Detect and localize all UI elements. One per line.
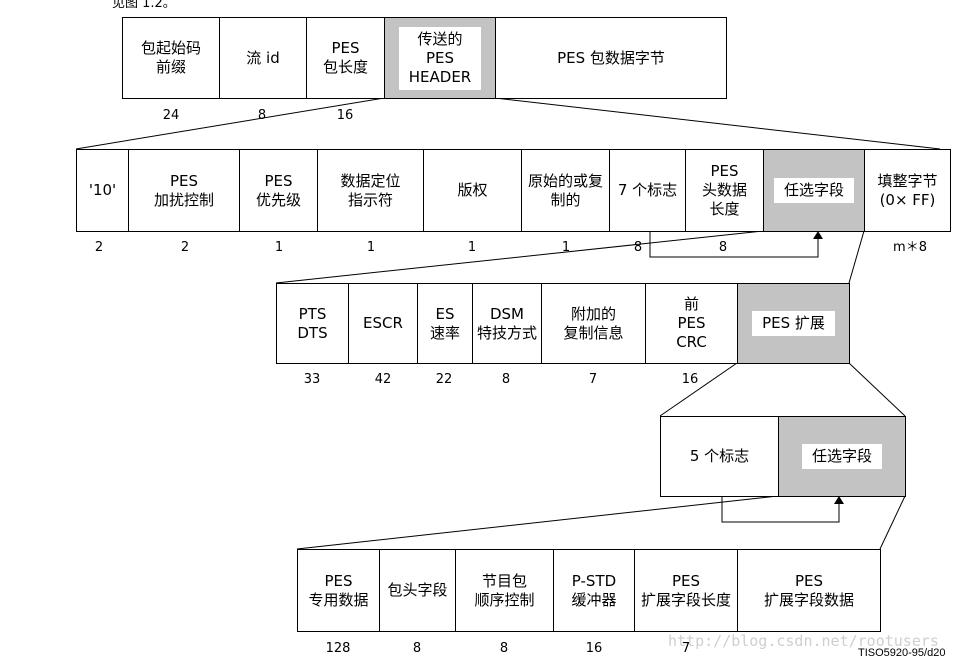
bits-label: 16 [585, 641, 603, 656]
bits-label: 8 [257, 108, 267, 123]
watermark-text: http://blog.csdn.net/rootusers [668, 632, 939, 650]
bits-label: 2 [94, 240, 104, 255]
bits-label: m＊8 [893, 240, 927, 255]
bits-label: 8 [499, 641, 509, 656]
figure-id: TISO5920-95/d20 [858, 647, 946, 659]
field-data-alignment: 数据定位 指示符 [317, 149, 424, 232]
bits-label: 33 [303, 372, 321, 387]
field-es-rate: ES 速率 [417, 283, 473, 364]
field-pack-header-field: 包头字段 [379, 549, 456, 632]
field-start-code-prefix: 包起始码 前缀 [122, 17, 220, 99]
bits-label: 1 [467, 240, 477, 255]
field-additional-copy-info: 附加的 复制信息 [541, 283, 646, 364]
field-program-packet-sequence-counter: 节目包 顺序控制 [455, 549, 554, 632]
field-escr: ESCR [348, 283, 418, 364]
bits-label: 7 [681, 641, 691, 656]
caption-fragment: 见图 1.2。 [112, 0, 176, 8]
bits-label: 1 [561, 240, 571, 255]
bits-label: 2 [180, 240, 190, 255]
bits-label: 24 [162, 108, 180, 123]
field-marker-10: '10' [76, 149, 129, 232]
field-previous-pes-crc: 前 PES CRC [645, 283, 738, 364]
field-dsm-trick-mode: DSM 特技方式 [472, 283, 542, 364]
field-extension-optional-fields: 任选字段 [778, 416, 906, 497]
bits-label: 22 [435, 372, 453, 387]
bits-label: 16 [336, 108, 354, 123]
field-extension-field-data: PES 扩展字段数据 [737, 549, 881, 632]
field-pes-extension: PES 扩展 [737, 283, 850, 364]
field-stuffing-bytes: 填整字节 (0× FF) [864, 149, 951, 232]
field-copyright: 版权 [423, 149, 522, 232]
field-header-data-length: PES 头数据 长度 [685, 149, 764, 232]
field-stream-id: 流 id [219, 17, 307, 99]
field-pes-private-data: PES 专用数据 [297, 549, 380, 632]
field-scrambling-control: PES 加扰控制 [128, 149, 240, 232]
bits-label: 128 [325, 641, 351, 656]
field-pes-packet-length: PES 包长度 [306, 17, 385, 99]
field-pts-dts: PTS DTS [276, 283, 349, 364]
bits-label: 8 [633, 240, 643, 255]
field-original-or-copy: 原始的或复 制的 [521, 149, 610, 232]
field-5-flags: 5 个标志 [660, 416, 779, 497]
bits-label: 8 [501, 372, 511, 387]
bits-label: 16 [681, 372, 699, 387]
field-extension-field-length: PES 扩展字段长度 [634, 549, 738, 632]
field-pes-packet-data-bytes: PES 包数据字节 [495, 17, 727, 99]
field-optional-fields: 任选字段 [763, 149, 865, 232]
bits-label: 8 [718, 240, 728, 255]
bits-label: 7 [588, 372, 598, 387]
bits-label: 8 [412, 641, 422, 656]
field-p-std-buffer: P-STD 缓冲器 [553, 549, 635, 632]
bits-label: 1 [274, 240, 284, 255]
bits-label: 42 [374, 372, 392, 387]
field-7-flags: 7 个标志 [609, 149, 686, 232]
field-priority: PES 优先级 [239, 149, 318, 232]
bits-label: 1 [366, 240, 376, 255]
field-pes-header: 传送的 PES HEADER [384, 17, 496, 99]
